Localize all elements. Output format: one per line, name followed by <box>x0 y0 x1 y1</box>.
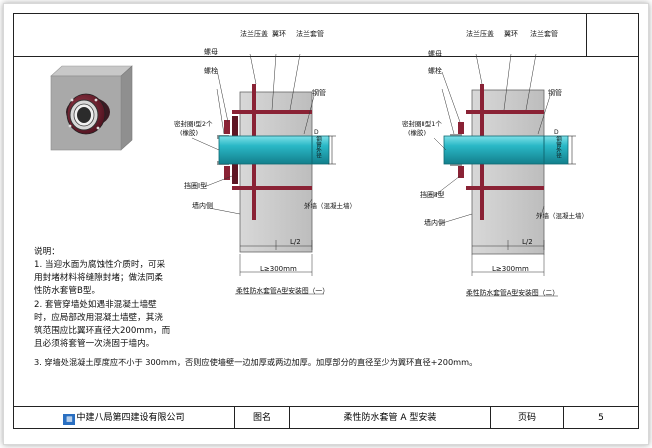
label-wing-ring-1: 翼环 <box>272 30 286 38</box>
company-name: 中建八局第四建设有限公司 <box>76 413 185 423</box>
wing-ring-bottom-2 <box>466 186 544 190</box>
steel-pipe-2 <box>443 135 569 165</box>
installation-figure-2 <box>433 53 576 297</box>
drawing-sheet: 法兰压盖 翼环 法兰套管 螺母 螺栓 钢管 密封圈Ⅰ型2个(橡胶) 挡圈Ⅰ型 墙… <box>3 3 649 445</box>
label-flange-cover-1: 法兰压盖 <box>240 30 268 38</box>
top-strip-divider <box>586 14 588 56</box>
concrete-wall-1 <box>239 91 313 253</box>
label-lmin-2: L≥300mm <box>492 265 529 273</box>
wing-ring-top-2 <box>466 110 544 114</box>
drawing-name: 柔性防水套管 A 型安装 <box>343 413 437 423</box>
sleeve-3d-illustration <box>50 65 133 151</box>
top-title-strip <box>14 14 638 57</box>
label-l2-1: L/2 <box>290 238 301 246</box>
label-bolt-1: 螺栓 <box>204 67 218 75</box>
label-wall-outside-2: 外墙（混凝土墙） <box>536 212 588 220</box>
label-flange-cover-2: 法兰压盖 <box>466 30 494 38</box>
caption-figure-2: 柔性防水套管A型安装图（二） <box>466 289 560 297</box>
label-wing-ring-2: 翼环 <box>504 30 518 38</box>
company-logo-icon: ▦ <box>63 414 76 425</box>
label-nut-2: 螺母 <box>428 50 442 58</box>
wing-ring-top-1 <box>232 110 312 114</box>
page-number: 5 <box>598 413 604 423</box>
label-wall-inside-2: 墙内侧 <box>424 219 445 227</box>
label-lmin-1: L≥300mm <box>260 265 297 273</box>
installation-figure-1 <box>191 53 336 295</box>
label-retainer-2: 挡圈Ⅱ型 <box>420 191 445 199</box>
label-l2-2: L/2 <box>522 238 533 246</box>
note-2-line-1: 2. 套管穿墙处如遇非混凝土墙壁 <box>34 300 157 310</box>
label-steel-pipe-1: 钢管 <box>312 89 326 97</box>
label-steel-pipe-2: 钢管 <box>548 89 562 97</box>
note-2-line-4: 且必须将套管一次浇固于墙内。 <box>34 339 155 349</box>
drawing-name-label: 图名 <box>252 413 271 423</box>
label-wall-outside-1: 外墙（混凝土墙） <box>304 202 356 210</box>
title-block: ▦中建八局第四建设有限公司 图名 柔性防水套管 A 型安装 页码 5 <box>14 406 638 429</box>
drawing-canvas <box>50 53 576 297</box>
label-wall-inside-1: 墙内侧 <box>192 202 213 210</box>
note-2-line-3: 筑范围应比翼环直径大200mm，而 <box>34 326 171 336</box>
note-3: 3. 穿墙处混凝土厚度应不小于 300mm，否则应使墙壁一边加厚或两边加厚。加厚… <box>34 357 478 367</box>
drawing-frame: 法兰压盖 翼环 法兰套管 螺母 螺栓 钢管 密封圈Ⅰ型2个(橡胶) 挡圈Ⅰ型 墙… <box>13 13 639 429</box>
label-seal-ring-2: 密封圈Ⅱ型1个(橡胶) <box>402 120 442 137</box>
company-cell: ▦中建八局第四建设有限公司 <box>14 407 234 429</box>
label-flange-sleeve-1: 法兰套管 <box>296 30 324 38</box>
steel-pipe-1 <box>218 135 330 165</box>
page-label: 页码 <box>517 413 536 423</box>
note-2-line-2: 时，应局部改用混凝土墙壁，其浇 <box>34 313 163 323</box>
label-flange-sleeve-2: 法兰套管 <box>530 30 558 38</box>
label-seal-ring-1: 密封圈Ⅰ型2个(橡胶) <box>174 120 213 137</box>
note-1-line-3: 性防水套管B型。 <box>34 286 101 296</box>
note-1-line-1: 1. 当迎水面为腐蚀性介质时，可采 <box>34 260 166 270</box>
notes-heading: 说明： <box>34 247 60 257</box>
label-nut-1: 螺母 <box>204 48 218 56</box>
label-retainer-1: 挡圈Ⅰ型 <box>184 182 208 190</box>
wing-ring-bottom-1 <box>232 186 312 190</box>
label-bolt-2: 螺栓 <box>428 67 442 75</box>
note-1-line-2: 用封堵材料将缝隙封堵；做法同柔 <box>34 273 163 283</box>
caption-figure-1: 柔性防水套管A型安装图（一） <box>236 287 330 295</box>
